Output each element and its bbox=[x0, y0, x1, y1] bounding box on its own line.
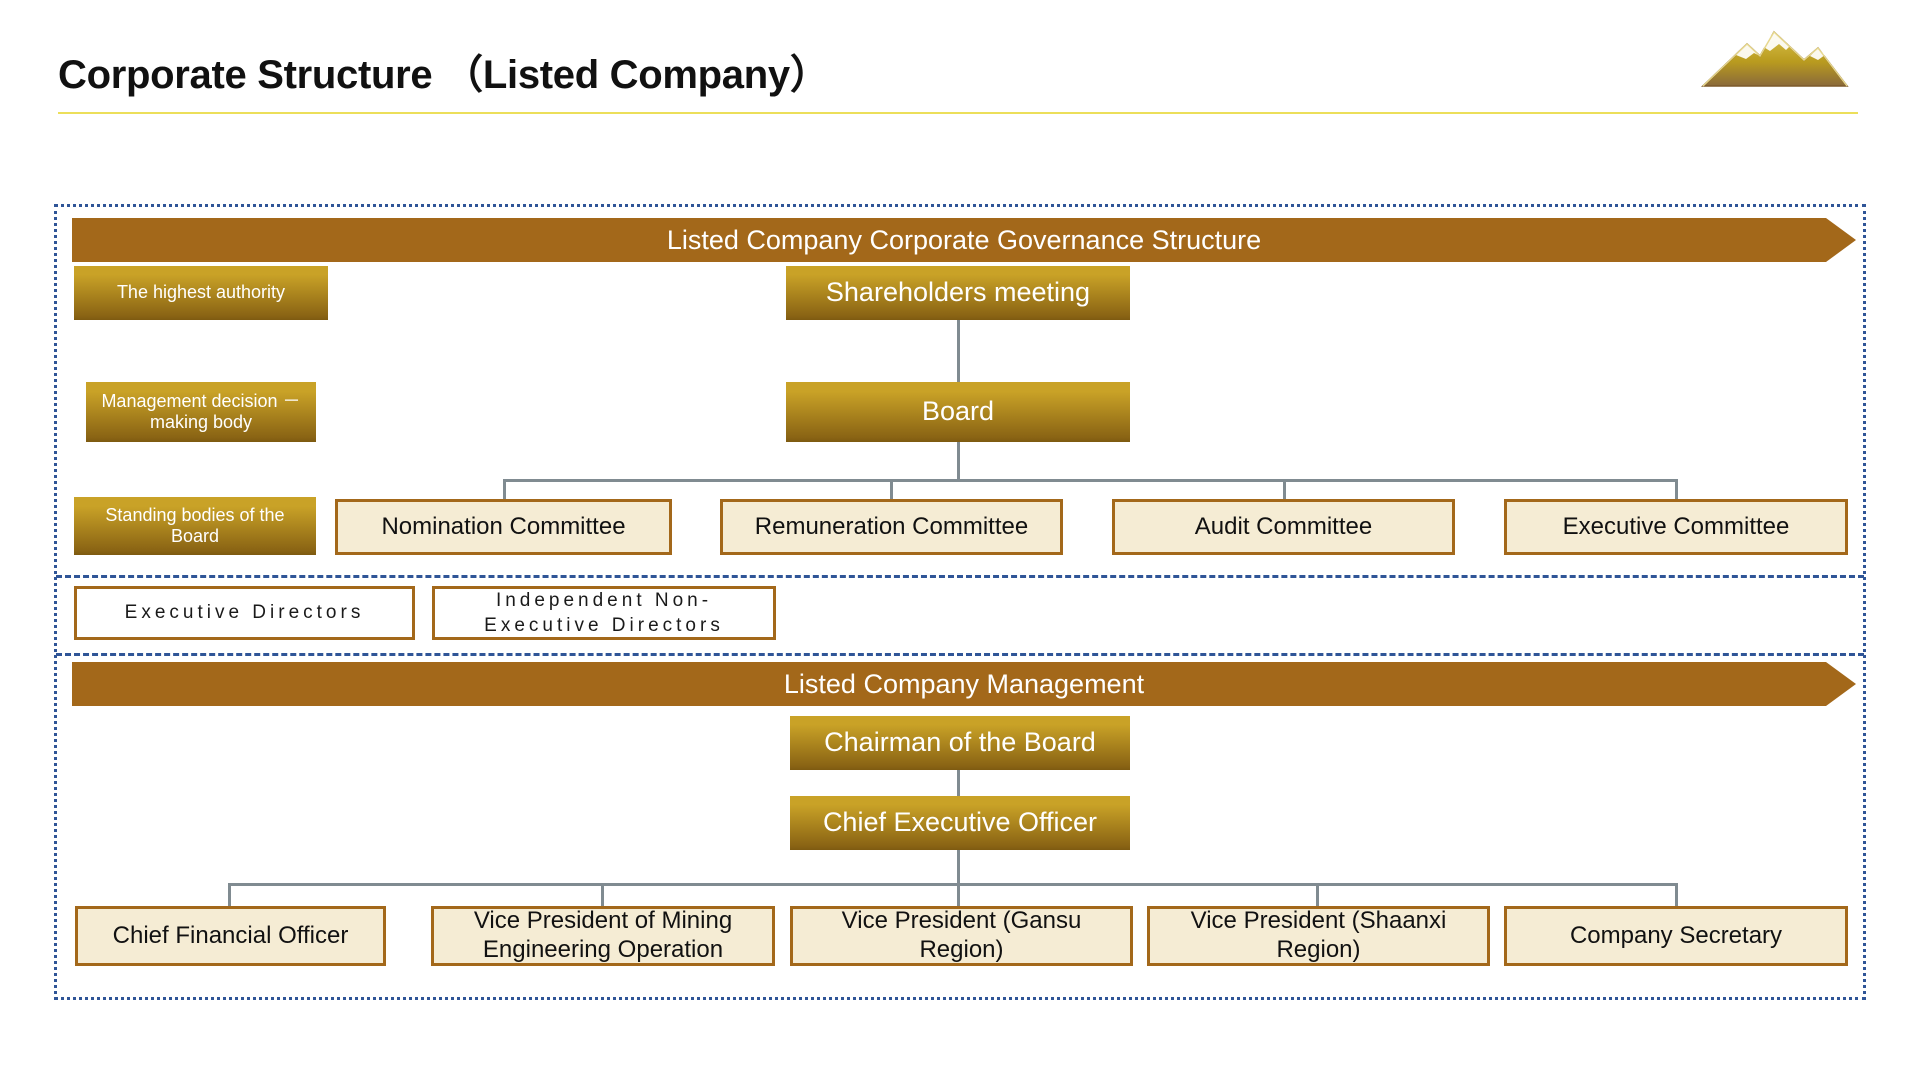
section-divider-committees bbox=[56, 575, 1864, 578]
page-title: Corporate Structure （Listed Company） bbox=[58, 53, 830, 97]
node-nomination-committee[interactable]: Nomination Committee bbox=[335, 499, 672, 555]
side-label-management-decision: Management decision － making body bbox=[86, 382, 316, 442]
node-chairman-of-the-board[interactable]: Chairman of the Board bbox=[790, 716, 1130, 770]
mountain-logo-icon bbox=[1700, 22, 1850, 92]
connector-to-vp-mining bbox=[601, 883, 604, 906]
connector-to-company-secretary bbox=[1675, 883, 1678, 906]
node-independent-non-executive-directors[interactable]: Independent Non-Executive Directors bbox=[432, 586, 776, 640]
banner-management: Listed Company Management bbox=[72, 662, 1856, 706]
section-divider-directors bbox=[56, 653, 1864, 656]
connector-chairman-to-ceo bbox=[957, 770, 960, 796]
side-label-highest-authority: The highest authority bbox=[74, 266, 328, 320]
node-executive-committee[interactable]: Executive Committee bbox=[1504, 499, 1848, 555]
node-shareholders-meeting[interactable]: Shareholders meeting bbox=[786, 266, 1130, 320]
node-executive-directors[interactable]: Executive Directors bbox=[74, 586, 415, 640]
connector-to-audit bbox=[1283, 479, 1286, 499]
node-remuneration-committee[interactable]: Remuneration Committee bbox=[720, 499, 1063, 555]
node-company-secretary[interactable]: Company Secretary bbox=[1504, 906, 1848, 966]
node-vp-gansu-region[interactable]: Vice President (Gansu Region) bbox=[790, 906, 1133, 966]
connector-to-executive-committee bbox=[1675, 479, 1678, 499]
node-board[interactable]: Board bbox=[786, 382, 1130, 442]
side-label-standing-bodies: Standing bodies of the Board bbox=[74, 497, 316, 555]
connector-shareholders-to-board bbox=[957, 320, 960, 382]
connector-to-vp-shaanxi bbox=[1316, 883, 1319, 906]
connector-to-vp-gansu bbox=[957, 883, 960, 906]
connector-to-cfo bbox=[228, 883, 231, 906]
connector-board-down bbox=[957, 442, 960, 482]
org-chart-frame bbox=[54, 204, 1866, 1000]
connector-roles-bus bbox=[228, 883, 1678, 886]
node-chief-executive-officer[interactable]: Chief Executive Officer bbox=[790, 796, 1130, 850]
banner-governance: Listed Company Corporate Governance Stru… bbox=[72, 218, 1856, 262]
node-vp-mining-engineering-operation[interactable]: Vice President of Mining Engineering Ope… bbox=[431, 906, 775, 966]
node-audit-committee[interactable]: Audit Committee bbox=[1112, 499, 1455, 555]
node-vp-shaanxi-region[interactable]: Vice President (Shaanxi Region) bbox=[1147, 906, 1490, 966]
connector-to-nomination bbox=[503, 479, 506, 499]
connector-ceo-down bbox=[957, 850, 960, 886]
title-underline-divider bbox=[58, 112, 1858, 114]
connector-committee-bus bbox=[503, 479, 1678, 482]
node-chief-financial-officer[interactable]: Chief Financial Officer bbox=[75, 906, 386, 966]
connector-to-remuneration bbox=[890, 479, 893, 499]
